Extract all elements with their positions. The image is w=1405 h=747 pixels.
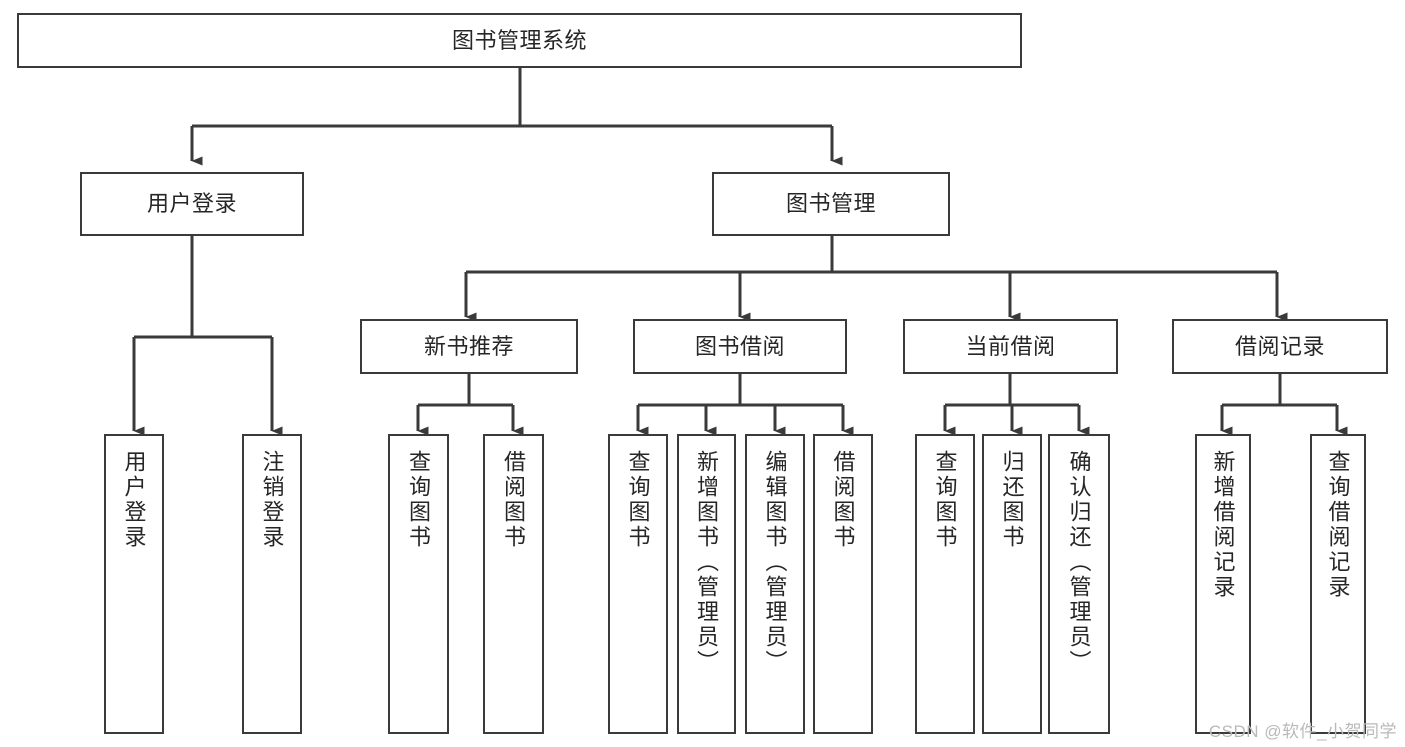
node-leaf-query-book-recommend[interactable]: 查询图书 bbox=[388, 434, 449, 734]
node-label: 当前借阅 bbox=[965, 333, 1056, 359]
node-leaf-borrow-book-recommend[interactable]: 借阅图书 bbox=[483, 434, 544, 734]
node-label: 新增借阅记录 bbox=[1210, 450, 1236, 600]
node-new-book-recommend[interactable]: 新书推荐 bbox=[360, 319, 578, 374]
node-leaf-logout-login[interactable]: 注销登录 bbox=[242, 434, 302, 734]
node-label: 编辑图书（管理员） bbox=[762, 450, 788, 675]
csdn-watermark: CSDN @软件_小贺同学 bbox=[1208, 722, 1397, 741]
node-leaf-confirm-return[interactable]: 确认归还（管理员） bbox=[1048, 434, 1110, 734]
node-label: 新书推荐 bbox=[423, 333, 514, 359]
node-current-borrow[interactable]: 当前借阅 bbox=[903, 319, 1118, 374]
node-book-borrow[interactable]: 图书借阅 bbox=[633, 319, 847, 374]
node-label: 查询借阅记录 bbox=[1325, 450, 1351, 600]
node-leaf-query-book-borrow[interactable]: 查询图书 bbox=[608, 434, 668, 734]
node-borrow-record[interactable]: 借阅记录 bbox=[1172, 319, 1388, 374]
node-root-book-management-system[interactable]: 图书管理系统 bbox=[17, 13, 1022, 68]
node-label: 归还图书 bbox=[999, 450, 1025, 550]
node-label: 用户登录 bbox=[146, 191, 237, 217]
node-label: 图书管理 bbox=[785, 191, 876, 217]
node-label: 注销登录 bbox=[259, 450, 285, 550]
node-leaf-return-book[interactable]: 归还图书 bbox=[982, 434, 1042, 734]
node-label: 借阅记录 bbox=[1234, 333, 1325, 359]
node-label: 确认归还（管理员） bbox=[1066, 450, 1092, 675]
node-label: 新增图书（管理员） bbox=[694, 450, 720, 675]
node-label: 借阅图书 bbox=[830, 450, 856, 550]
node-leaf-add-book[interactable]: 新增图书（管理员） bbox=[677, 434, 736, 734]
node-label: 查询图书 bbox=[406, 450, 432, 550]
node-leaf-query-book-current[interactable]: 查询图书 bbox=[915, 434, 975, 734]
node-label: 借阅图书 bbox=[501, 450, 527, 550]
node-label: 图书管理系统 bbox=[451, 27, 587, 53]
node-label: 用户登录 bbox=[121, 450, 147, 550]
node-user-login[interactable]: 用户登录 bbox=[80, 172, 304, 236]
node-leaf-borrow-book[interactable]: 借阅图书 bbox=[813, 434, 873, 734]
node-leaf-add-borrow-record[interactable]: 新增借阅记录 bbox=[1195, 434, 1251, 734]
node-label: 查询图书 bbox=[932, 450, 958, 550]
node-leaf-edit-book[interactable]: 编辑图书（管理员） bbox=[745, 434, 805, 734]
node-book-management[interactable]: 图书管理 bbox=[712, 172, 950, 236]
node-leaf-query-borrow-record[interactable]: 查询借阅记录 bbox=[1310, 434, 1366, 734]
node-label: 图书借阅 bbox=[694, 333, 785, 359]
node-leaf-user-login[interactable]: 用户登录 bbox=[104, 434, 164, 734]
node-label: 查询图书 bbox=[625, 450, 651, 550]
